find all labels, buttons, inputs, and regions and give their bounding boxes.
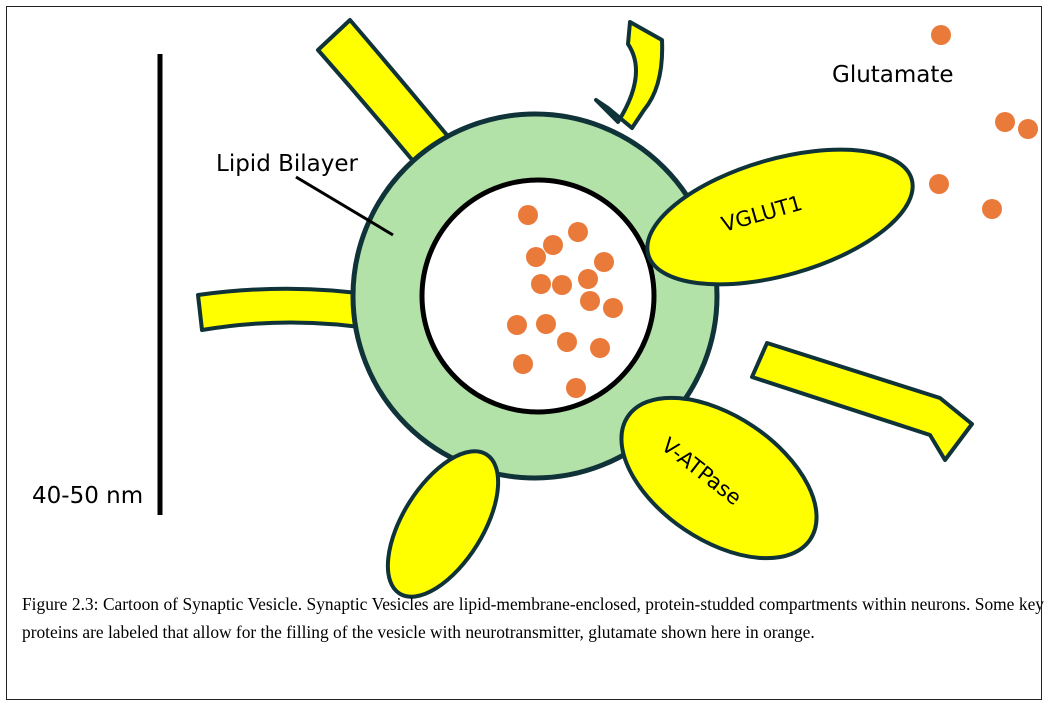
glutamate-molecule [580, 291, 600, 311]
glutamate-molecule [507, 315, 527, 335]
glutamate-molecule [594, 252, 614, 272]
glutamate-molecule [536, 314, 556, 334]
vesicle-lumen [422, 180, 654, 412]
scale-bar-label: 40-50 nm [32, 483, 143, 509]
glutamate-molecule [531, 274, 551, 294]
glutamate-molecule [568, 222, 588, 242]
glutamate-molecule [603, 298, 623, 318]
protein-strip-right [752, 343, 972, 460]
protein-strip-top [596, 22, 662, 128]
glutamate-molecule [590, 338, 610, 358]
glutamate-molecule [513, 354, 533, 374]
glutamate-molecule [557, 332, 577, 352]
glutamate-molecule [931, 25, 951, 45]
glutamate-molecule [929, 174, 949, 194]
glutamate-molecule [543, 235, 563, 255]
glutamate-molecule [552, 275, 572, 295]
glutamate-molecule [995, 112, 1015, 132]
glutamate-molecule [982, 199, 1002, 219]
glutamate-label: Glutamate [832, 62, 954, 88]
glutamate-molecule [518, 205, 538, 225]
glutamate-molecule [526, 247, 546, 267]
lipid-bilayer-label: Lipid Bilayer [216, 151, 359, 177]
glutamate-molecule [1018, 119, 1038, 139]
figure-caption: Figure 2.3: Cartoon of Synaptic Vesicle.… [22, 590, 1044, 646]
glutamate-molecule [566, 378, 586, 398]
glutamate-molecule [578, 269, 598, 289]
